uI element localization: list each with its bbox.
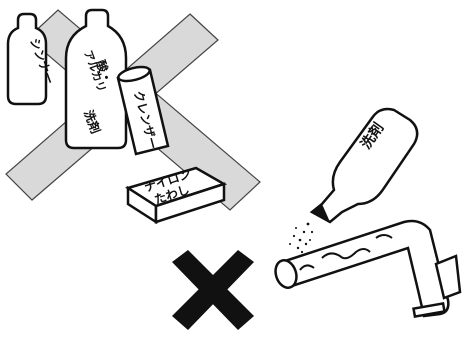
nylon-scrubber: ナイロン たわし bbox=[128, 167, 224, 222]
prohibited-x-mark bbox=[172, 250, 254, 330]
faucet bbox=[272, 221, 460, 317]
detergent-drops bbox=[289, 223, 313, 253]
detergent-bottle: 洗剤 bbox=[312, 109, 417, 222]
